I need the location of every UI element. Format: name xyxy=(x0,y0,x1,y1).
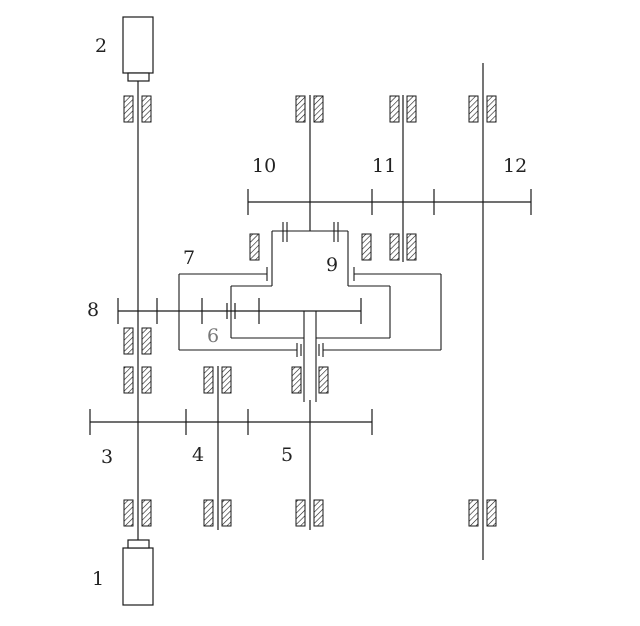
label-6: 6 xyxy=(207,325,219,347)
label-12: 12 xyxy=(503,155,527,177)
gear-row-middle xyxy=(117,298,362,324)
motor-1 xyxy=(122,539,154,606)
label-11: 11 xyxy=(372,155,396,177)
bearings xyxy=(123,95,497,527)
label-7: 7 xyxy=(183,247,195,269)
label-3: 3 xyxy=(101,446,113,468)
label-9: 9 xyxy=(326,254,338,276)
label-1: 1 xyxy=(92,568,104,590)
label-2: 2 xyxy=(95,35,107,57)
gear-row-top xyxy=(247,189,532,215)
gear-row-bottom xyxy=(89,409,373,435)
label-5: 5 xyxy=(281,444,293,466)
hollow-sleeves xyxy=(300,311,320,402)
label-4: 4 xyxy=(192,444,204,466)
differential-carrier xyxy=(178,222,442,357)
label-10: 10 xyxy=(252,155,276,177)
motor-2 xyxy=(122,16,154,82)
label-8: 8 xyxy=(87,299,99,321)
